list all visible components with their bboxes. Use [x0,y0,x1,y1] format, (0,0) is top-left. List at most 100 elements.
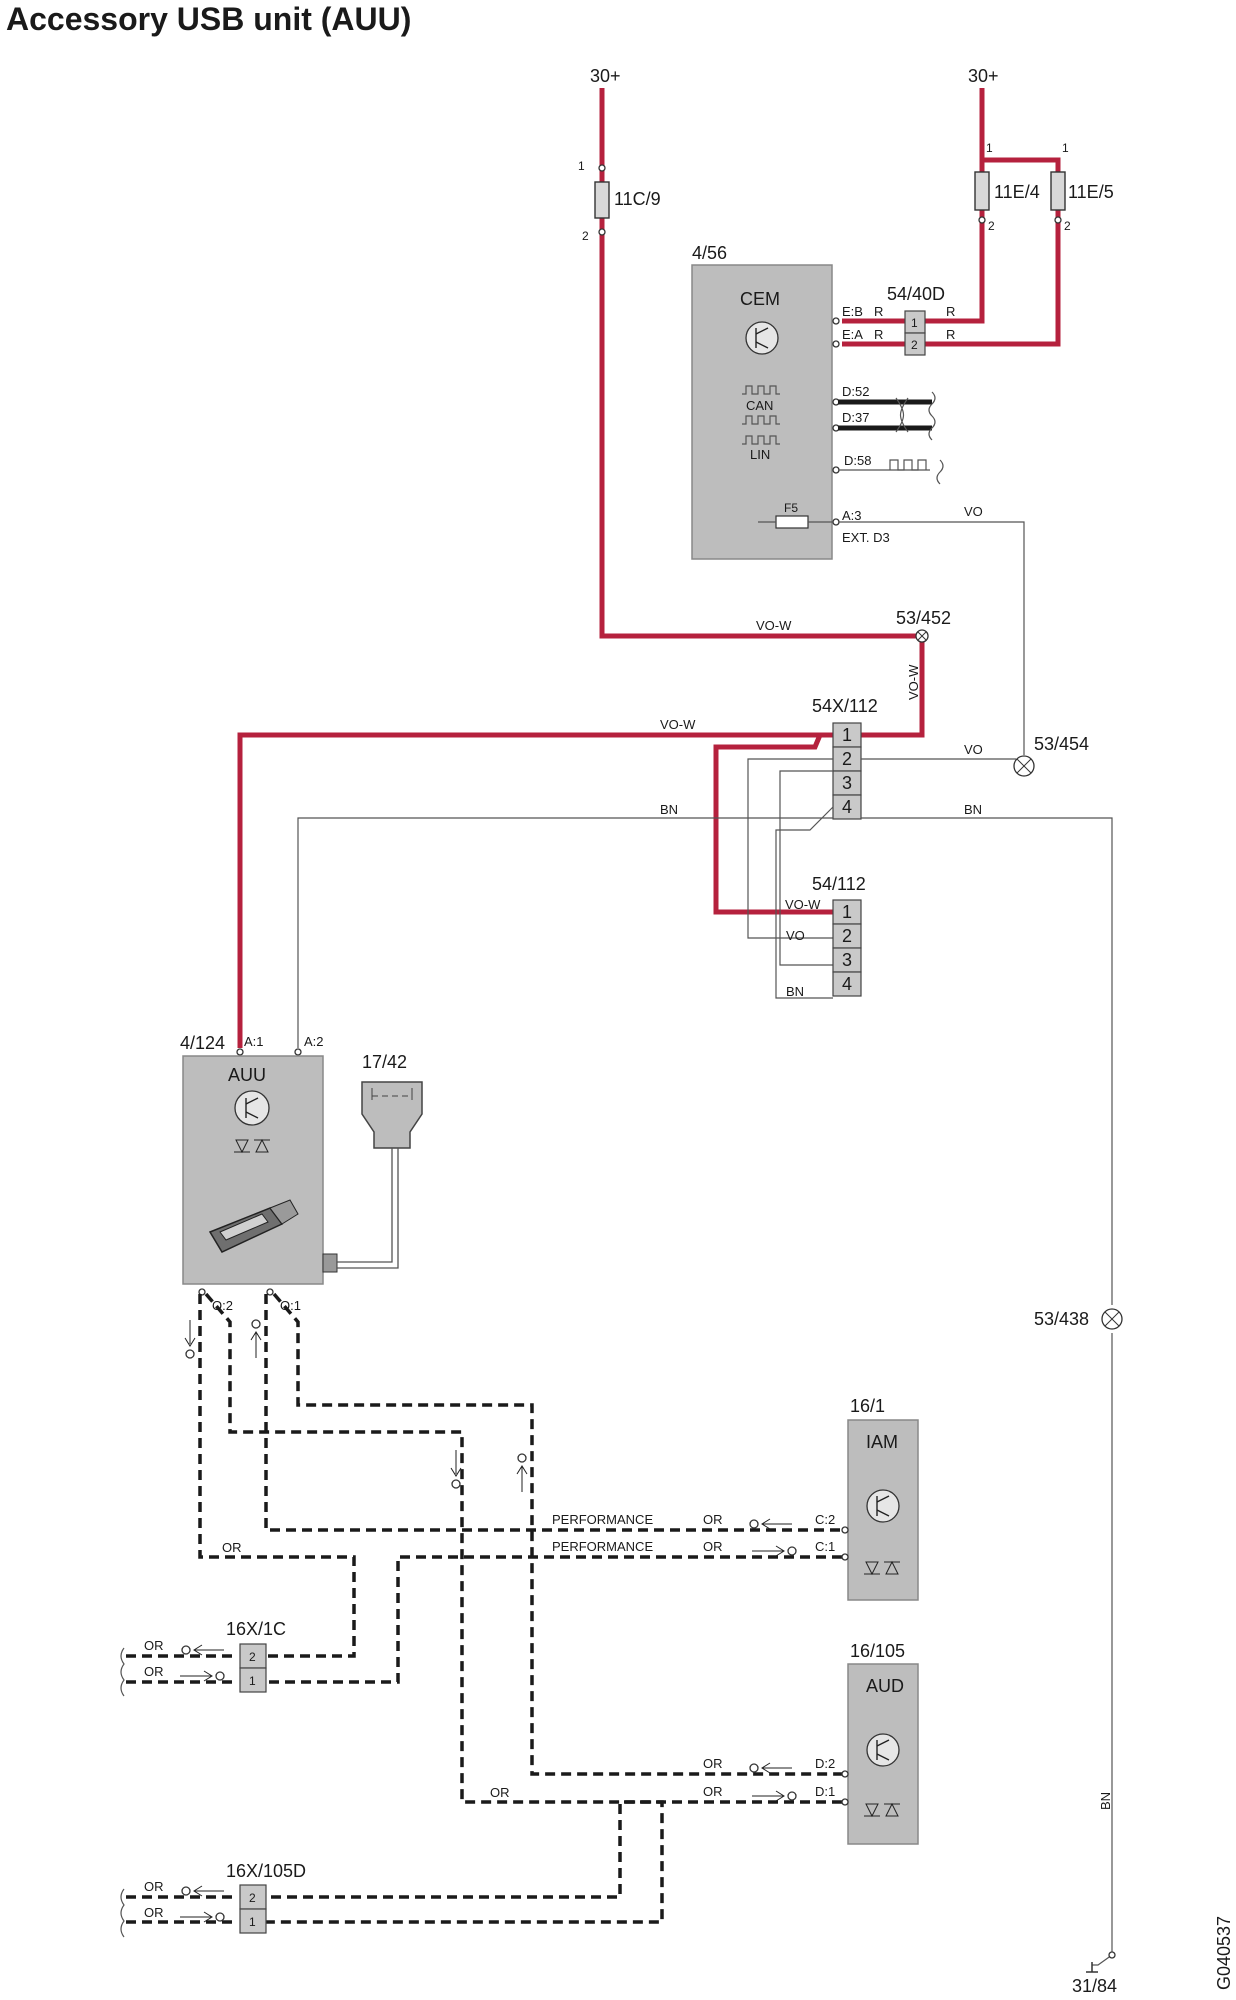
document-id: G040537 [1214,1916,1234,1990]
cem-pin-d37: D:37 [842,410,869,425]
svg-text:1: 1 [249,1915,256,1929]
wire-performance-c2: PERFORMANCE [552,1512,653,1527]
svg-text:3: 3 [842,773,852,793]
svg-text:2: 2 [911,338,918,352]
cem-pin-eb: E:B [842,304,863,319]
wire-vo-a3: VO [964,504,983,519]
auu-usb-socket [322,1253,338,1273]
supply-left-label: 30+ [590,66,621,86]
connector-16x-1c: 16X/1C 2 1 [226,1619,286,1693]
svg-text:2: 2 [249,1650,256,1664]
wire-vo-w-top: VO-W [756,618,792,633]
aud-name: AUD [866,1676,904,1696]
splice-53-454: 53/454 [1013,734,1089,777]
wire-vo-w-54-112: VO-W [785,897,821,912]
usb-port-id: 17/42 [362,1052,407,1072]
cem-pin-ea: E:A [842,327,863,342]
wire-vo-54-112: VO [786,928,805,943]
diode-icon [864,1560,900,1576]
splice-53-438-label: 53/438 [1034,1309,1089,1329]
wire-performance-c1: PERFORMANCE [552,1539,653,1554]
cem-pin-d58: D:58 [844,453,871,468]
cem-module: 4/56 CEM CAN LIN F5 E:B E:A D:52 D [691,243,890,560]
auu-pin-a1: A:1 [244,1034,264,1049]
wire-bn-vertical: BN [1098,1792,1113,1810]
auu-id: 4/124 [180,1033,225,1053]
aud-module: 16/105 AUD D:2 D:1 [815,1641,919,1845]
splice-53-438: 53/438 [1034,1308,1123,1330]
wire-or-105d-2: OR [144,1879,164,1894]
wire-or-auu: OR [222,1540,242,1555]
fuse-11e5: 1 2 11E/5 [1050,141,1114,233]
connector-16x-1c-id: 16X/1C [226,1619,286,1639]
cem-fuse-f5-icon [775,515,809,529]
wire-or-c2: OR [703,1512,723,1527]
wire-or-1c-1: OR [144,1664,164,1679]
iam-name: IAM [866,1432,898,1452]
svg-text:1: 1 [842,902,852,922]
fuse-11c9-pin-bottom: 2 [582,229,589,243]
cem-name: CEM [740,289,780,309]
fuse-11e5-pin-top: 1 [1062,141,1069,155]
svg-text:1: 1 [842,725,852,745]
connector-54x-112: 54X/112 1 2 3 4 [812,696,878,820]
connector-54-40d-id: 54/40D [887,284,945,304]
usb-port-17-42: 17/42 [337,1052,423,1269]
splice-53-452-label: 53/452 [896,608,951,628]
supply-right-label: 30+ [968,66,999,86]
svg-text:1: 1 [249,1674,256,1688]
iam-module: 16/1 IAM C:2 C:1 [815,1396,919,1601]
svg-text:4: 4 [842,974,852,994]
connector-54-40d: 54/40D 1 2 [887,284,945,356]
wire-vo-w-vertical: VO-W [906,664,921,700]
transistor-icon [866,1489,900,1523]
usb-stick-icon [208,1199,299,1253]
cem-pin-a3: A:3 [842,508,862,523]
fuse-11e5-pin-bottom: 2 [1064,219,1071,233]
wire-or-1c-2: OR [144,1638,164,1653]
wire-or-d1: OR [703,1784,723,1799]
auu-name: AUU [228,1065,266,1085]
iam-pin-c1: C:1 [815,1539,835,1554]
audio-signal-lines [120,1292,842,1938]
svg-text:2: 2 [842,749,852,769]
cem-ext-label: EXT. D3 [842,530,890,545]
wire-or-aud: OR [490,1785,510,1800]
svg-text:3: 3 [842,950,852,970]
fuse-11e4: 1 2 11E/4 [974,141,1040,233]
diode-icon [864,1802,900,1818]
auu-pin-a2: A:2 [304,1034,324,1049]
can-label: CAN [746,398,773,413]
fuse-11c9-label: 11C/9 [614,189,661,209]
iam-id: 16/1 [850,1396,885,1416]
ground-31-84: 31/84 [1072,1951,1117,1996]
fuse-11e4-label: 11E/4 [994,182,1040,202]
signal-wires-thin [297,758,1113,1966]
transistor-icon [866,1733,900,1767]
svg-text:4: 4 [842,797,852,817]
connector-54-112-id: 54/112 [812,874,866,894]
svg-text:2: 2 [249,1891,256,1905]
connector-54x-112-id: 54X/112 [812,696,878,716]
can-signal-icon [742,385,780,425]
transistor-icon [234,1090,270,1126]
wire-r-11e5: R [946,327,955,342]
svg-text:1: 1 [911,316,918,330]
wire-vo-54x: VO [964,742,983,757]
power-wires [237,88,1061,1048]
aud-pin-d2: D:2 [815,1756,835,1771]
wire-or-105d-1: OR [144,1905,164,1920]
diode-icon [234,1138,270,1154]
aud-id: 16/105 [850,1641,905,1661]
connector-16x-105d: 16X/105D 2 1 [226,1861,306,1934]
auu-module: 4/124 A:1 A:2 AUU O:2 O:1 [180,1033,338,1313]
wire-bn-left: BN [660,802,678,817]
wire-r-eb: R [874,304,883,319]
splice-53-454-label: 53/454 [1034,734,1089,754]
lin-label: LIN [750,447,770,462]
connector-54-112: 54/112 1 2 3 4 [812,874,866,997]
ground-label: 31/84 [1072,1976,1117,1996]
svg-text:2: 2 [842,926,852,946]
fuse-11e4-pin-top: 1 [986,141,993,155]
